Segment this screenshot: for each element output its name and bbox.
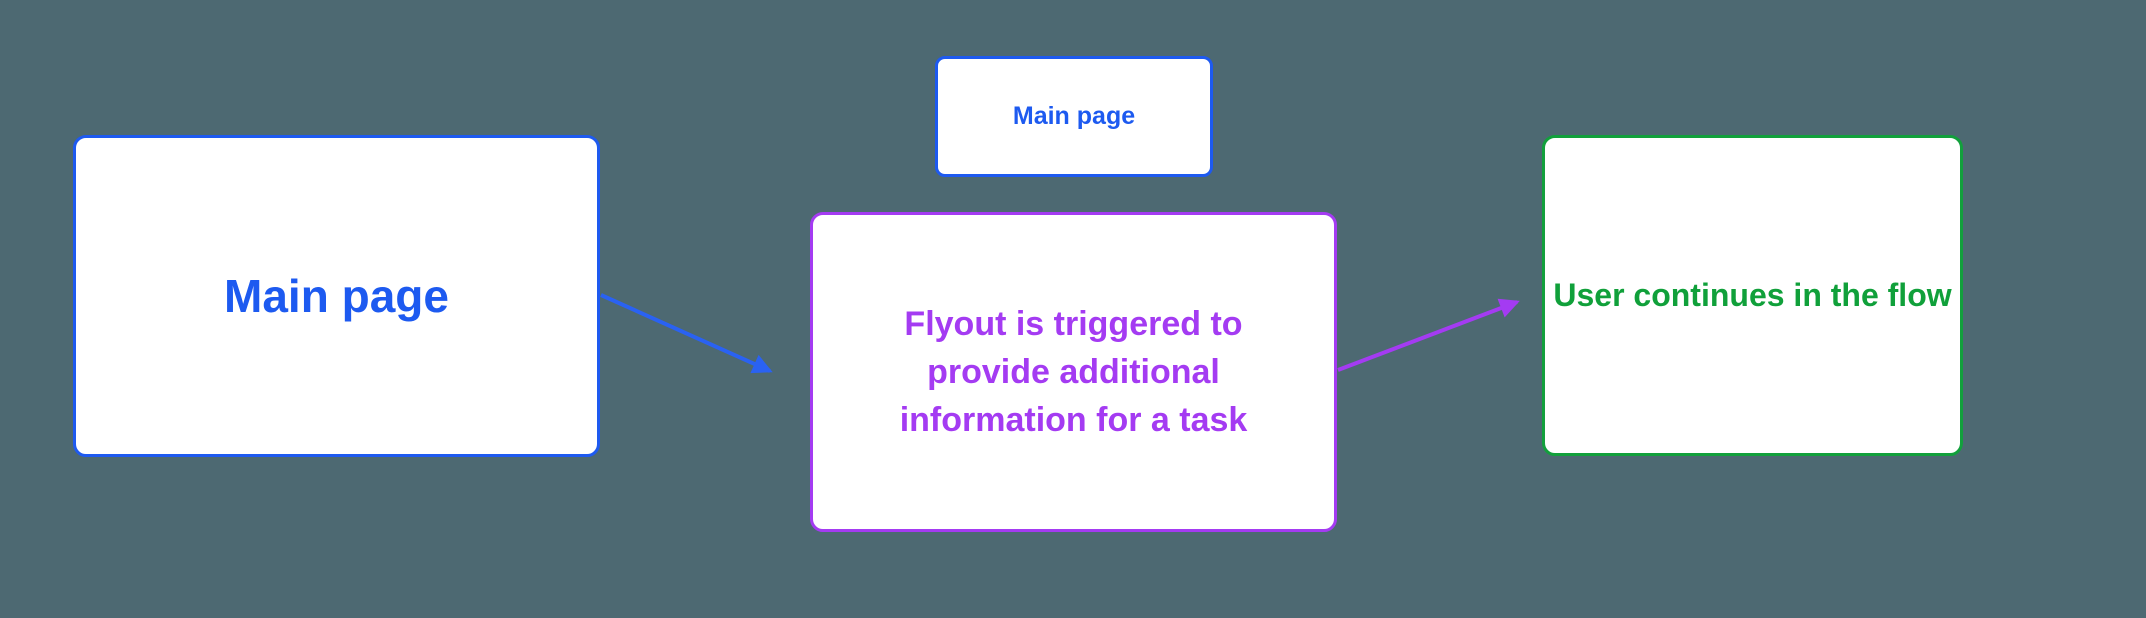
edge-flyout-to-outcome-arrow (1337, 298, 1520, 372)
node-user-continues-label: User continues in the flow (1553, 277, 1952, 313)
node-main-page-small-label: Main page (1012, 102, 1136, 130)
node-main-page-small: Main page (935, 56, 1213, 177)
node-flyout-triggered: Flyout is triggered to provide additiona… (810, 212, 1337, 532)
node-user-continues: User continues in the flow (1542, 135, 1963, 456)
node-flyout-triggered-label: Flyout is triggered to provide additiona… (899, 305, 1248, 439)
node-main-page-label: Main page (224, 270, 449, 322)
edge-main-to-flyout-arrow (600, 293, 773, 374)
node-main-page: Main page (73, 135, 600, 457)
